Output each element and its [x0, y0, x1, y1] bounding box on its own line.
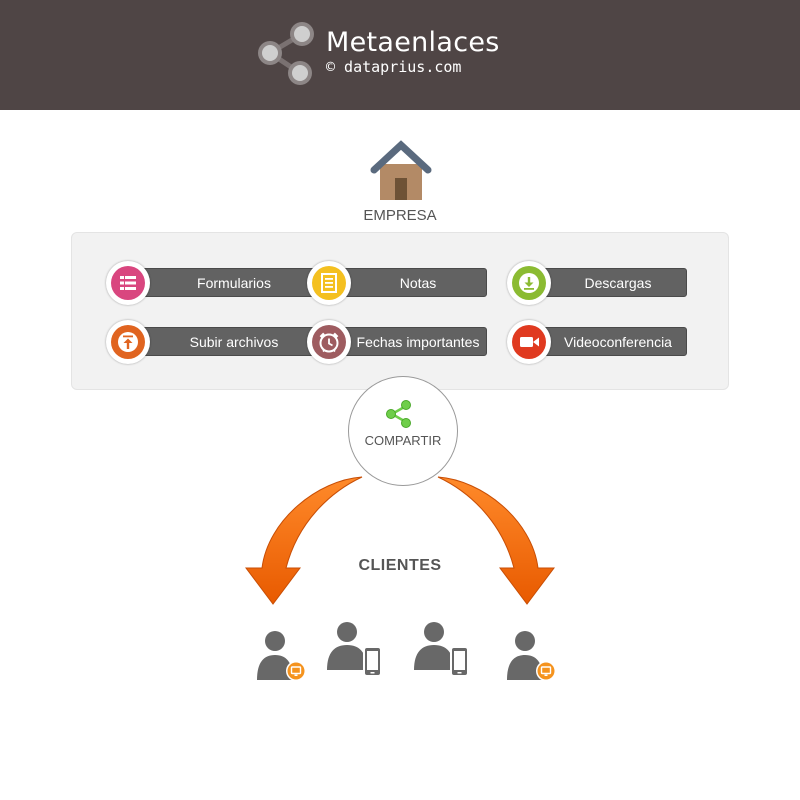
feature-label: Videoconferencia — [529, 327, 687, 356]
upload-icon — [106, 320, 150, 364]
company-label: EMPRESA — [363, 207, 437, 224]
feature-label: Formularios — [128, 268, 320, 297]
user-mobile-icon — [414, 622, 469, 677]
user-desktop-icon — [257, 631, 306, 681]
user-mobile-icon — [327, 622, 382, 677]
left-arrow — [245, 476, 363, 605]
features-panel: Formularios Notas Descargas — [71, 232, 729, 390]
note-icon — [307, 261, 351, 305]
brand-subtitle: © dataprius.com — [326, 58, 462, 76]
clients-label: CLIENTES — [358, 557, 442, 574]
feature-notes[interactable]: Notas — [307, 261, 489, 307]
form-list-icon — [106, 261, 150, 305]
metaenlaces-logo-icon — [258, 22, 314, 85]
brand-title: Metaenlaces — [326, 27, 500, 58]
user-desktop-icon — [507, 631, 556, 681]
alarm-clock-icon — [307, 320, 351, 364]
feature-downloads[interactable]: Descargas — [507, 261, 689, 307]
video-camera-icon — [507, 320, 551, 364]
download-icon — [507, 261, 551, 305]
share-icon — [386, 400, 411, 428]
feature-label: Notas — [329, 268, 487, 297]
feature-videoconference[interactable]: Videoconferencia — [507, 320, 689, 366]
feature-upload-files[interactable]: Subir archivos — [106, 320, 320, 366]
right-arrow — [437, 476, 555, 605]
house-icon — [370, 140, 432, 200]
feature-forms[interactable]: Formularios — [106, 261, 320, 307]
feature-important-dates[interactable]: Fechas importantes — [307, 320, 489, 366]
header-bar: Metaenlaces © dataprius.com — [0, 0, 800, 110]
feature-label: Descargas — [529, 268, 687, 297]
feature-label: Fechas importantes — [329, 327, 487, 356]
share-node: COMPARTIR — [348, 376, 458, 486]
feature-label: Subir archivos — [128, 327, 320, 356]
share-label: COMPARTIR — [364, 433, 442, 448]
